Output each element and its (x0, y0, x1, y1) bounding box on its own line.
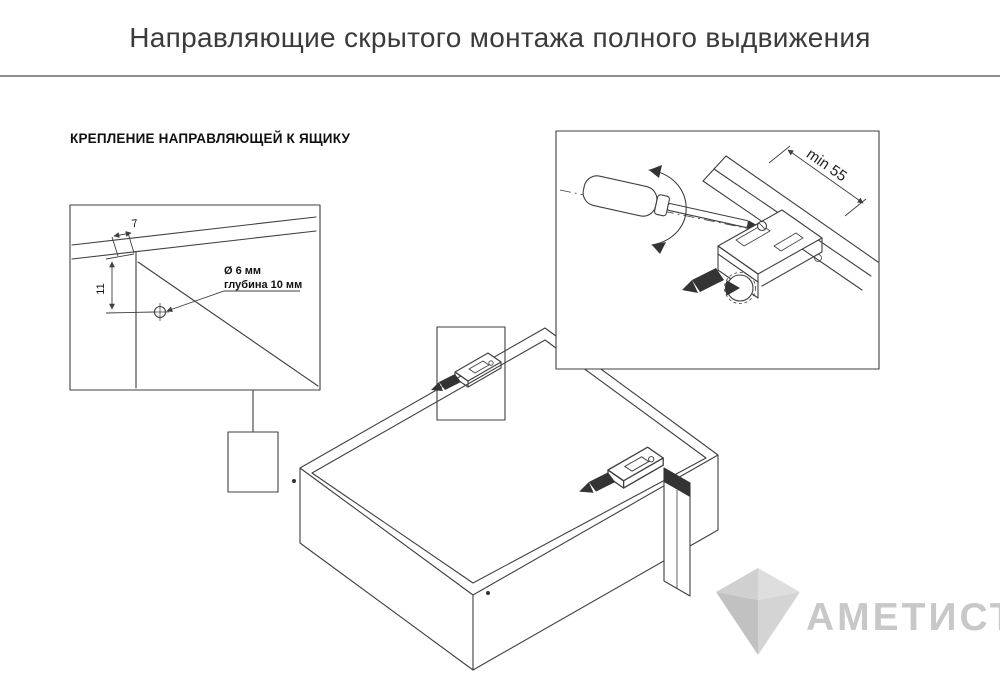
screwdriver-axis-centerline (559, 189, 766, 233)
dim-11-label: 11 (95, 283, 107, 294)
hole-annotation: Ø 6 мм глубина 10 мм (166, 265, 302, 313)
panel-top-near-edge (71, 230, 317, 260)
rotation-arrowhead-top (649, 165, 662, 178)
hole-diameter-label: Ø 6 мм (224, 265, 261, 277)
rotation-arrow (648, 169, 687, 246)
drawer-right-face (472, 454, 719, 671)
screwdriver (559, 165, 766, 254)
watermark-text: АМЕТИСТ (806, 596, 1000, 639)
latch-mechanism-left (430, 352, 502, 392)
panel-diagonal-edge (137, 261, 319, 387)
left-detail-box: 7 11 Ø 6 мм глубина 10 мм (69, 204, 321, 391)
drawer-isometric (292, 327, 719, 671)
small-callout-box (227, 431, 279, 493)
rotation-arrowhead-bottom (652, 242, 666, 254)
mid-callout-box (430, 326, 506, 421)
latch-mechanism-right (578, 446, 664, 494)
drawer-front-face (299, 467, 474, 671)
drawer-top-rim-inner (311, 339, 707, 584)
page-title: Направляющие скрытого монтажа полного вы… (129, 21, 871, 53)
drawer-slide-rail (663, 467, 691, 597)
screw-dot-front-right (486, 591, 490, 595)
hole-depth-label: глубина 10 мм (224, 279, 302, 291)
dimension-11: 11 (95, 253, 155, 314)
dimension-7: 7 (111, 218, 139, 257)
screw-dot-front-left (292, 479, 296, 483)
page-header: Направляющие скрытого монтажа полного вы… (0, 0, 1000, 77)
right-detail-box: min 55 (555, 130, 880, 370)
mid-callout-frame (436, 326, 506, 421)
latch-lever (692, 268, 724, 292)
dim-7-label: 7 (131, 218, 139, 231)
latch-mechanism-detail (682, 209, 823, 304)
left-detail-frame (69, 204, 321, 391)
gem-icon (716, 568, 800, 655)
section-heading: КРЕПЛЕНИЕ НАПРАВЛЯЮЩЕЙ К ЯЩИКУ (70, 131, 351, 146)
